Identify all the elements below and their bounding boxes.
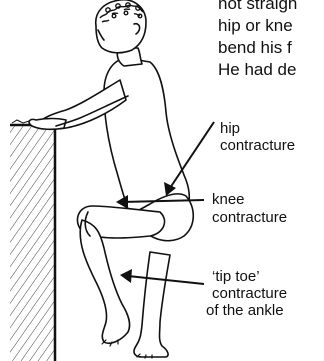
label-line: contracture (212, 209, 287, 226)
wall (10, 120, 62, 361)
label-line: hip (220, 120, 240, 137)
label-line: knee (212, 191, 245, 208)
label-line: contracture (212, 285, 287, 302)
label-line: contracture (220, 137, 295, 154)
label-line: of the ankle (206, 302, 284, 319)
label-line: ‘tip toe’ (212, 268, 260, 285)
